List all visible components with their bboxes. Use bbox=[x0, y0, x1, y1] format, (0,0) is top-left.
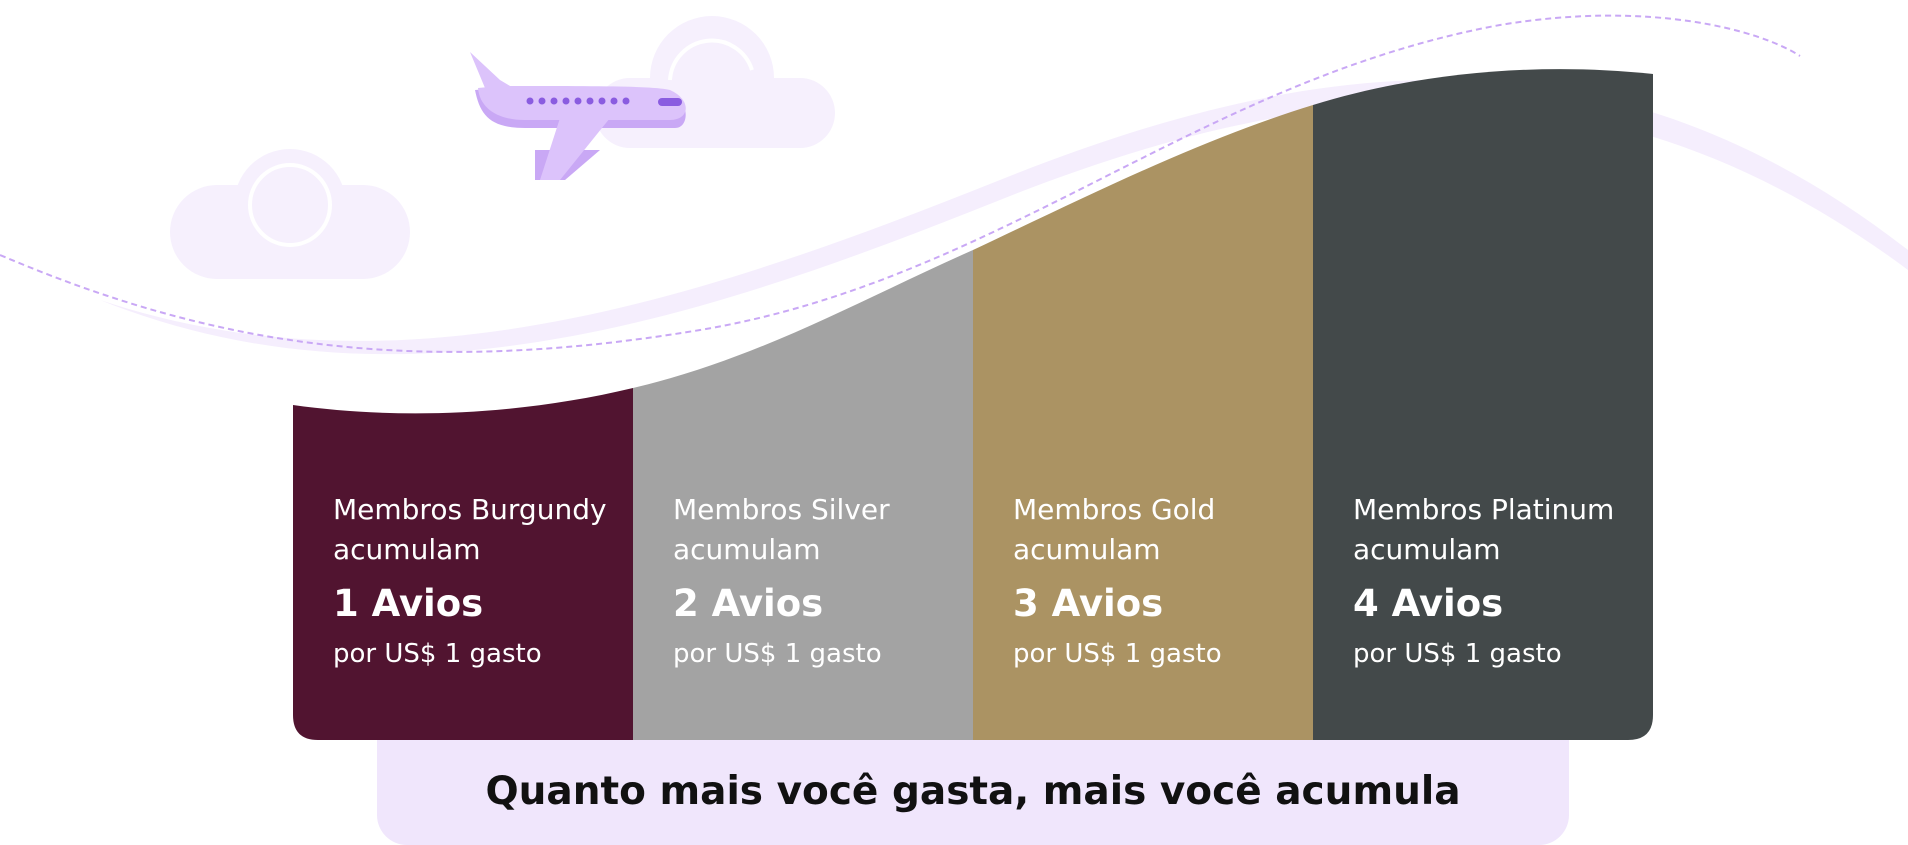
flight-path bbox=[0, 14, 1801, 353]
tier-gold: Membros Gold acumulam 3 Avios por US$ 1 … bbox=[1013, 490, 1313, 674]
tier-amount: 3 Avios bbox=[1013, 582, 1164, 625]
tier-silver: Membros Silver acumulam 2 Avios por US$ … bbox=[673, 490, 973, 674]
tier-platinum: Membros Platinum acumulam 4 Avios por US… bbox=[1353, 490, 1653, 674]
tier-name: Membros Gold bbox=[1013, 493, 1216, 526]
tier-per: por US$ 1 gasto bbox=[333, 639, 542, 669]
tier-burgundy: Membros Burgundy acumulam 1 Avios por US… bbox=[333, 490, 633, 674]
tier-verb: acumulam bbox=[1013, 533, 1161, 566]
tier-name: Membros Platinum bbox=[1353, 493, 1615, 526]
tier-column-silver bbox=[633, 250, 973, 740]
tier-per: por US$ 1 gasto bbox=[1013, 639, 1222, 669]
tier-amount: 2 Avios bbox=[673, 582, 824, 625]
tier-amount: 4 Avios bbox=[1353, 582, 1504, 625]
cloud-icon bbox=[595, 16, 835, 148]
tier-amount: 1 Avios bbox=[333, 582, 484, 625]
tier-name: Membros Burgundy bbox=[333, 493, 607, 526]
tier-columns bbox=[293, 69, 1653, 740]
tier-column-burgundy bbox=[293, 388, 633, 740]
tier-verb: acumulam bbox=[1353, 533, 1501, 566]
tier-per: por US$ 1 gasto bbox=[1353, 639, 1562, 669]
tagline: Quanto mais você gasta, mais você acumul… bbox=[485, 769, 1461, 814]
tier-column-gold bbox=[973, 105, 1313, 740]
tier-name: Membros Silver bbox=[673, 493, 890, 526]
tier-verb: acumulam bbox=[673, 533, 821, 566]
tier-column-platinum bbox=[1313, 69, 1653, 740]
cloud-icon bbox=[170, 149, 410, 279]
tier-verb: acumulam bbox=[333, 533, 481, 566]
tagline-band bbox=[377, 739, 1569, 845]
airplane-icon bbox=[470, 52, 686, 180]
tier-per: por US$ 1 gasto bbox=[673, 639, 882, 669]
